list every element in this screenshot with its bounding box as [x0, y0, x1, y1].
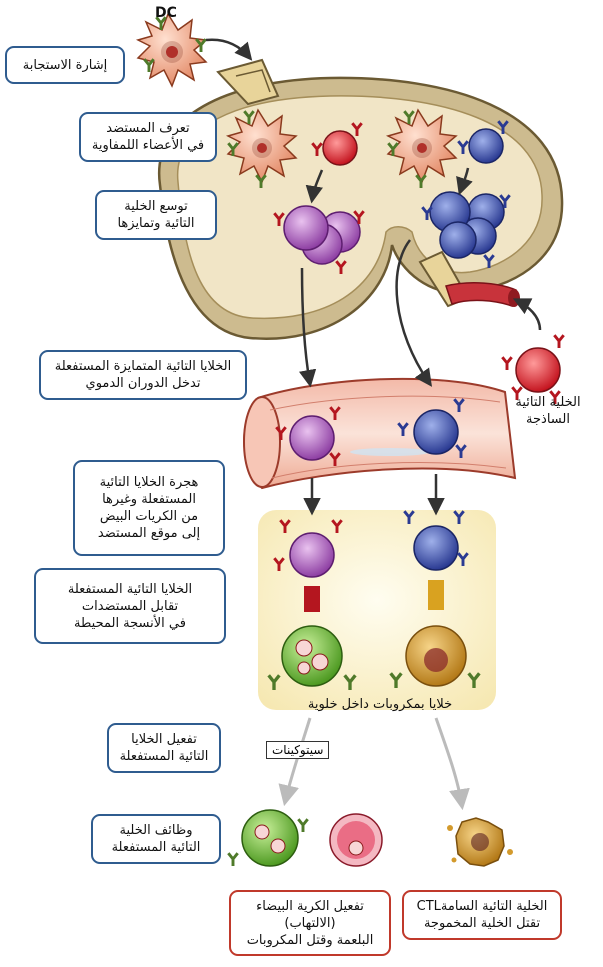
high-endothelial-vessel — [445, 282, 520, 307]
encounter-box: الخلايا التائية المستفعلة تقابل المستضدا… — [34, 568, 226, 644]
leukocyte-activation-box: تفعيل الكرية البيضاء (الالتهاب) البلعمة … — [229, 890, 391, 956]
infected-macrophage — [266, 625, 358, 690]
activation-box: تفعيل الخلايا التائية المستفعلة — [107, 723, 221, 773]
blood-vessel — [243, 377, 517, 490]
cd4-tcr-mhc-contact — [304, 586, 320, 612]
pathway-arrows — [278, 717, 470, 811]
infected-cells-label: خلايا بمكروبات داخل خلوية — [307, 697, 453, 712]
expanded-cd4-cluster — [272, 205, 366, 274]
dc-label: DC — [155, 5, 177, 21]
naive-t-cell — [500, 334, 566, 404]
ctl-box: الخلية التائية السامةCTL تقتل الخلية الم… — [402, 890, 562, 940]
killed-target-cell — [447, 817, 513, 867]
functions-box: وظائف الخلية التائية المستفعلة — [91, 814, 221, 864]
afferent-lymphatic — [216, 58, 280, 106]
effector-cd8-in-blood — [396, 398, 468, 458]
enter-circulation-box: الخلايا التائية المتمايزة المستفعلة تدخل… — [39, 350, 247, 400]
response-signal-box: إشارة الاستجابة — [5, 46, 125, 84]
dendritic-cell-node-left — [225, 108, 298, 188]
expansion-box: توسع الخلية التائية وتمايزها — [95, 190, 217, 240]
expanded-cd8-cluster — [420, 191, 512, 268]
dendritic-cell-node-right — [385, 108, 458, 188]
effector-cd4-in-blood — [274, 406, 342, 466]
dendritic-cell-top — [135, 12, 208, 88]
effector-cd4-tissue — [272, 519, 344, 578]
activated-macrophage — [226, 809, 310, 867]
naive-cd8-t-cell-node — [456, 120, 510, 164]
cytokines-label: سيتوكينات — [266, 741, 330, 759]
effector-cd8-tissue — [402, 510, 470, 571]
neutrophil — [329, 813, 383, 867]
naive-cd4-t-cell-node — [310, 122, 364, 166]
cd8-tcr-mhc-contact — [428, 580, 444, 610]
antigen-recognition-box: تعرف المستضد في الأعضاء اللمفاوية — [79, 112, 217, 162]
naive-t-cell-label: الخلية التائية الساذجة — [515, 395, 581, 427]
infected-target-cell — [388, 625, 482, 688]
flow-arrows — [205, 38, 542, 516]
migration-box: هجرة الخلايا التائية المستفعلة وغيرها من… — [73, 460, 225, 556]
